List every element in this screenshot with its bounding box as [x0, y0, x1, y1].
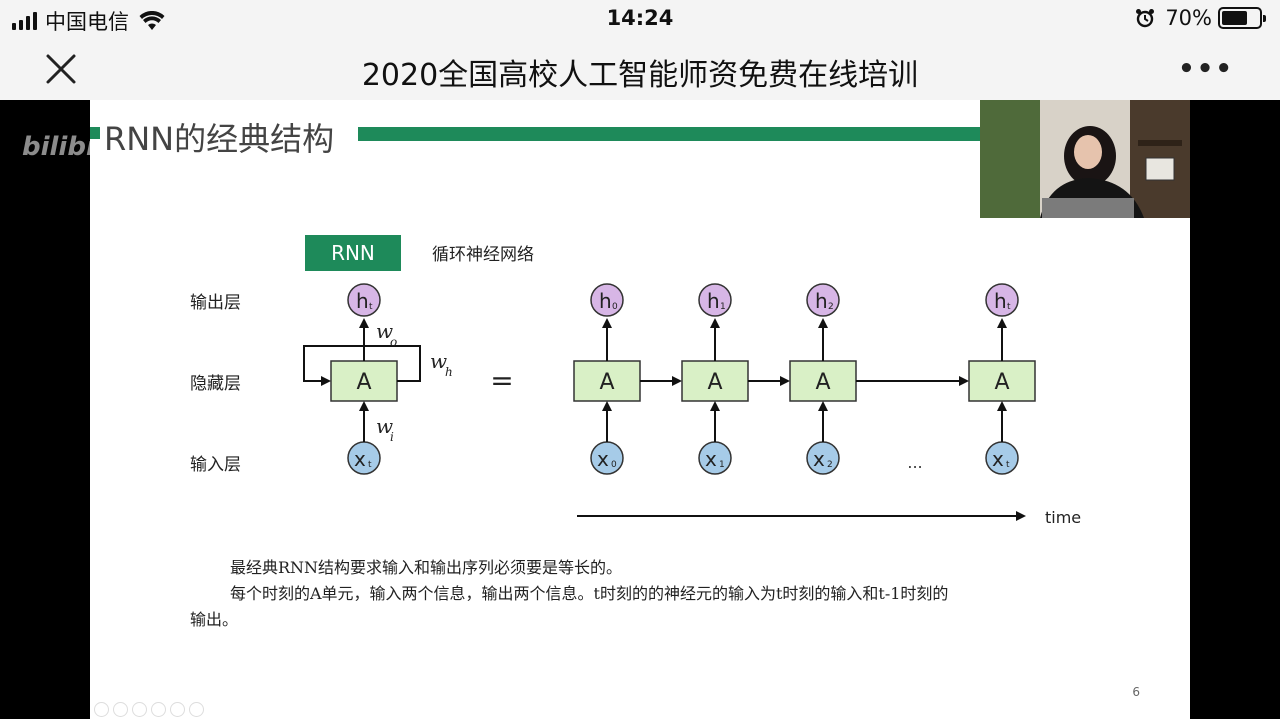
output-node-0-sub: 0 — [612, 302, 618, 312]
slide-description: 最经典RNN结构要求输入和输出序列必须要是等长的。 每个时刻的A单元，输入两个信… — [190, 555, 1110, 633]
input-node-folded-label: x — [354, 447, 366, 471]
wifi-icon — [139, 11, 165, 30]
pen-icon[interactable] — [132, 702, 147, 717]
input-node-1-sub: 1 — [719, 460, 725, 470]
battery-icon — [1218, 7, 1266, 29]
svg-text:h: h — [445, 365, 453, 379]
output-node-folded-sub: t — [369, 302, 373, 312]
output-node-folded-label: h — [356, 289, 369, 313]
time-axis-label: time — [1045, 508, 1081, 527]
output-node-1-sub: 1 — [720, 302, 726, 312]
nav-bar: 2020全国高校人工智能师资免费在线培训 ••• — [0, 38, 1280, 100]
output-node-0-label: h — [599, 289, 612, 313]
cell-1-label: A — [707, 370, 722, 395]
weight-wh: w — [430, 349, 447, 373]
nav-title: 2020全国高校人工智能师资免费在线培训 — [361, 58, 919, 93]
output-layer-label: 输出层 — [190, 293, 241, 313]
output-node-2 — [806, 283, 840, 317]
input-node-2-label: x — [813, 447, 825, 471]
sequence-ellipsis: ... — [907, 453, 922, 472]
cell-1 — [681, 360, 749, 402]
cell-2 — [789, 360, 857, 402]
output-node-3 — [985, 283, 1019, 317]
cellular-signal-icon — [12, 12, 37, 30]
input-node-0-label: x — [597, 447, 609, 471]
status-bar: 中国电信 14:24 70% — [0, 0, 1280, 38]
output-node-2-label: h — [815, 289, 828, 313]
presentation-slide: RNN的经典结构 RNN 循环神经网络 输出层 隐藏层 输入层 h t A x … — [90, 100, 1190, 719]
weight-wo: w — [376, 319, 393, 343]
battery-percent: 70% — [1165, 6, 1212, 30]
close-icon[interactable] — [44, 52, 78, 86]
weight-wi: w — [376, 414, 393, 438]
svg-text:o: o — [390, 335, 397, 349]
more-icon[interactable] — [189, 702, 204, 717]
output-node-folded — [347, 283, 381, 317]
cell-0-label: A — [599, 370, 614, 395]
cell-3-label: A — [994, 370, 1009, 395]
equals-sign: = — [490, 364, 513, 397]
output-node-3-label: h — [994, 289, 1007, 313]
desc-line-1: 最经典RNN结构要求输入和输出序列必须要是等长的。 — [230, 558, 623, 577]
more-options-button[interactable]: ••• — [1178, 54, 1234, 84]
battery-fill — [1222, 11, 1248, 25]
status-time: 14:24 — [606, 6, 674, 30]
slide-title: RNN的经典结构 — [104, 120, 335, 158]
output-node-1 — [698, 283, 732, 317]
desc-line-2: 每个时刻的A单元，输入两个信息，输出两个信息。t时刻的的神经元的输入为t时刻的输… — [230, 584, 949, 603]
input-node-2-sub: 2 — [827, 460, 833, 470]
status-right: 70% — [1135, 6, 1266, 30]
slide-page-number: 6 — [1132, 685, 1140, 699]
input-node-3-label: x — [992, 447, 1004, 471]
cell-folded-label: A — [356, 370, 371, 395]
zoom-icon[interactable] — [170, 702, 185, 717]
output-node-0 — [590, 283, 624, 317]
input-node-1-label: x — [705, 447, 717, 471]
output-node-2-sub: 2 — [828, 302, 834, 312]
presenter-webcam — [980, 100, 1190, 218]
status-left: 中国电信 — [12, 6, 165, 36]
input-node-folded-sub: t — [368, 460, 372, 470]
hidden-layer-label: 隐藏层 — [190, 374, 241, 394]
rnn-chinese-label: 循环神经网络 — [432, 245, 534, 265]
input-layer-label: 输入层 — [190, 455, 241, 475]
folded-rnn: h t A x t w o w h w i — [303, 283, 453, 475]
input-node-3-sub: t — [1006, 460, 1010, 470]
cell-2-label: A — [815, 370, 830, 395]
cell-3 — [968, 360, 1036, 402]
slide-title-bar — [90, 127, 1098, 141]
desc-line-3: 输出。 — [190, 610, 239, 629]
alarm-clock-icon — [1136, 9, 1155, 28]
video-player[interactable]: bilibili RNN的经典结构 RNN 循环神经网络 输出层 隐藏层 输入层… — [0, 100, 1280, 719]
slide-controls[interactable] — [94, 702, 204, 717]
next-slide-icon[interactable] — [113, 702, 128, 717]
slides-icon[interactable] — [151, 702, 166, 717]
output-node-1-label: h — [707, 289, 720, 313]
carrier-name: 中国电信 — [45, 10, 129, 34]
output-node-3-sub: t — [1007, 302, 1011, 312]
svg-text:i: i — [390, 430, 394, 444]
input-node-0-sub: 0 — [611, 460, 617, 470]
prev-slide-icon[interactable] — [94, 702, 109, 717]
rnn-label-box: RNN — [305, 235, 401, 271]
